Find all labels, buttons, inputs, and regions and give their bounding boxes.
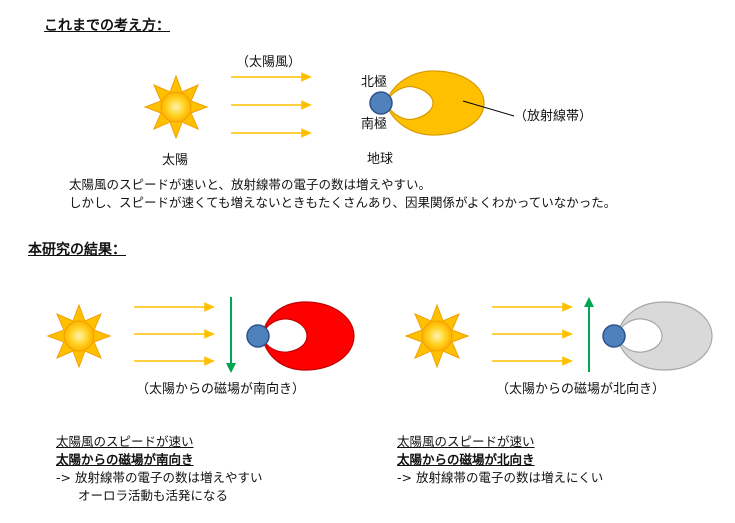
sun-icon [46, 303, 112, 369]
north-pole-label: 北極 [361, 75, 388, 90]
solar-wind-label: （太陽風） [236, 55, 302, 70]
earth-icon [246, 324, 270, 348]
sun-icon [143, 74, 209, 140]
solar-wind-arrows [231, 72, 312, 138]
south-case-line-4: オーロラ活動も活発になる [78, 488, 229, 503]
south-case-line-3: -> 放射線帯の電子の数は増えやすい [56, 470, 263, 485]
north-case-line-2: 太陽からの磁場が北向き [397, 452, 535, 467]
earth-icon [602, 324, 626, 348]
radiation-belt-north [616, 301, 713, 371]
south-pole-label: 南極 [361, 117, 388, 132]
radiation-belt-old [385, 70, 485, 136]
old-text-line-2: しかし、スピードが速くても増えないときもたくさんあり、因果関係がよくわかっていな… [69, 195, 617, 210]
north-field-caption: （太陽からの磁場が北向き） [496, 382, 666, 397]
south-case-line-2: 太陽からの磁場が南向き [56, 452, 194, 467]
old-text-line-1: 太陽風のスピードが速いと、放射線帯の電子の数は増えやすい。 [69, 177, 432, 192]
northward-field-arrow [584, 297, 594, 372]
south-field-caption: （太陽からの磁場が南向き） [136, 382, 306, 397]
solar-wind-arrows [134, 302, 215, 366]
radiation-belt-south [261, 301, 355, 371]
sun-label: 太陽 [162, 153, 189, 168]
heading-previous-understanding: これまでの考え方： [44, 18, 170, 34]
heading-research-results: 本研究の結果： [28, 242, 126, 258]
sun-icon [404, 303, 470, 369]
earth-label: 地球 [367, 152, 394, 167]
southward-field-arrow [226, 297, 236, 373]
radiation-belt-label: （放射線帯） [514, 109, 593, 124]
belt-callout-line [462, 100, 515, 117]
south-case-line-1: 太陽風のスピードが速い [56, 434, 194, 449]
solar-wind-arrows [492, 302, 573, 366]
north-case-line-3: -> 放射線帯の電子の数は増えにくい [397, 470, 604, 485]
north-case-line-1: 太陽風のスピードが速い [397, 434, 535, 449]
earth-icon [369, 91, 393, 115]
